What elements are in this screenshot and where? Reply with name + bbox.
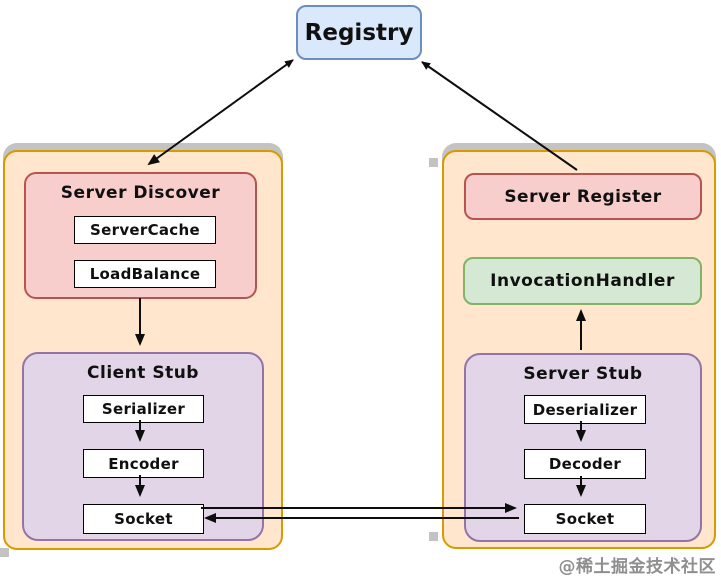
- server-side-container: Server Register InvocationHandler Server…: [442, 150, 716, 549]
- selection-handle-artifact: [0, 548, 9, 557]
- loadbalance-box: LoadBalance: [74, 260, 216, 288]
- watermark: @稀土掘金技术社区: [558, 557, 716, 577]
- server-stub-title: Server Stub: [523, 364, 643, 384]
- registry-node: Registry: [296, 5, 422, 60]
- registry-label: Registry: [304, 19, 414, 46]
- client-socket-label: Socket: [114, 510, 173, 528]
- decoder-label: Decoder: [548, 455, 622, 473]
- loadbalance-label: LoadBalance: [89, 265, 201, 283]
- servercache-box: ServerCache: [74, 216, 216, 244]
- serializer-label: Serializer: [101, 400, 186, 418]
- selection-handle-artifact: [429, 158, 438, 167]
- server-register-box: Server Register: [464, 173, 702, 220]
- server-socket-box: Socket: [524, 504, 646, 534]
- decoder-box: Decoder: [524, 449, 646, 479]
- server-socket-label: Socket: [555, 510, 615, 528]
- server-register-title: Server Register: [504, 186, 662, 207]
- selection-handle-artifact: [429, 532, 438, 541]
- deserializer-label: Deserializer: [532, 400, 638, 419]
- client-stub-title: Client Stub: [87, 363, 199, 383]
- server-discover-group: Server Discover ServerCache LoadBalance: [24, 172, 257, 299]
- encoder-label: Encoder: [108, 454, 179, 473]
- servercache-label: ServerCache: [90, 221, 200, 239]
- client-stub-group: Client Stub Serializer Encoder Socket: [22, 352, 264, 541]
- encoder-box: Encoder: [83, 449, 204, 478]
- server-stub-group: Server Stub Deserializer Decoder Socket: [464, 353, 702, 542]
- server-discover-title: Server Discover: [60, 183, 221, 203]
- client-socket-box: Socket: [83, 504, 204, 534]
- invocation-handler-title: InvocationHandler: [490, 271, 675, 291]
- invocation-handler-box: InvocationHandler: [463, 257, 702, 305]
- client-side-container: Server Discover ServerCache LoadBalance …: [3, 150, 283, 550]
- arrow-registry-server-discover: [147, 59, 294, 166]
- serializer-box: Serializer: [83, 395, 204, 423]
- deserializer-box: Deserializer: [524, 395, 646, 424]
